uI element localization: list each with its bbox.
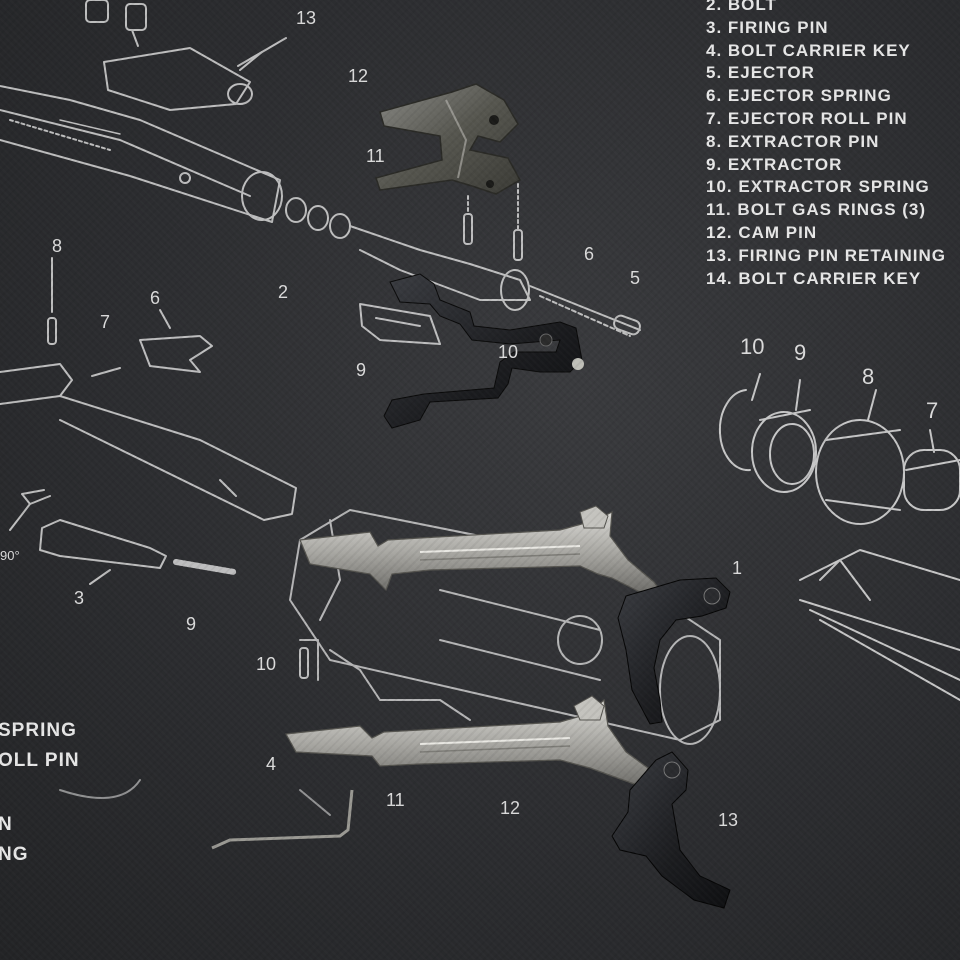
- ejector-drawing-left: [47, 257, 213, 377]
- callout-number: 8: [862, 364, 875, 389]
- legend-left-item: N: [0, 814, 13, 835]
- bolt-carrier-drawing: [0, 85, 283, 223]
- locking-block-part: [375, 83, 522, 195]
- callout-number: 10: [740, 334, 765, 359]
- legend-item: 5. EJECTOR: [706, 63, 815, 83]
- callout-number: 7: [926, 398, 939, 423]
- callout-number: 9: [186, 614, 197, 634]
- callout-number: 12: [500, 798, 521, 818]
- legend-item: 3. FIRING PIN: [706, 17, 829, 37]
- callout-number: 9: [794, 340, 807, 365]
- trigger-shoe-upper-part: [617, 577, 731, 725]
- parts-legend-right: 2. BOLT 3. FIRING PIN 4. BOLT CARRIER KE…: [706, 0, 946, 290]
- callout-number: 7: [100, 312, 111, 332]
- wire-spring-part: [211, 789, 354, 850]
- lower-left-curve: [59, 779, 331, 816]
- legend-left-item: NG: [0, 844, 29, 865]
- callout-number: 1: [732, 558, 743, 578]
- legend-item: 2. BOLT: [706, 0, 777, 14]
- legend-item: 6. EJECTOR SPRING: [706, 86, 892, 106]
- legend-left-item: OLL PIN: [0, 750, 80, 771]
- gas-rings-drawing: [285, 197, 641, 337]
- callout-number: 9: [356, 360, 367, 380]
- angle-label: 90°: [0, 548, 20, 563]
- slide-lock-lever-part: [383, 273, 584, 429]
- trigger-shoe-lower-part: [611, 751, 731, 909]
- small-pins-drawing: [463, 183, 523, 261]
- right-rings-drawing: [718, 373, 960, 525]
- callout-number: 8: [52, 236, 63, 256]
- central-carrier-drawing: [289, 509, 721, 745]
- legend-item: 12. CAM PIN: [706, 222, 818, 242]
- callout-number: 12: [348, 66, 369, 86]
- legend-item: 8. EXTRACTOR PIN: [706, 131, 880, 151]
- firing-pin-drawing: [9, 489, 237, 585]
- right-lower-part-drawing: [799, 549, 960, 701]
- callout-number: 6: [584, 244, 595, 264]
- legend-item: 9. EXTRACTOR: [706, 154, 843, 174]
- callout-number: 13: [718, 810, 739, 830]
- legend-item: 13. FIRING PIN RETAINING: [706, 245, 946, 265]
- callout-number: 3: [74, 588, 85, 608]
- callout-number: 13: [296, 8, 317, 28]
- callout-number: 6: [150, 288, 161, 308]
- trigger-bar-lower-part: [285, 695, 649, 787]
- top-left-screws: [85, 0, 287, 111]
- legend-item: 11. BOLT GAS RINGS (3): [706, 200, 927, 220]
- callout-number: 5: [630, 268, 641, 288]
- legend-item: 10. EXTRACTOR SPRING: [706, 177, 930, 197]
- rod-drawing-lower: [299, 647, 309, 679]
- charging-handle-drawing: [0, 363, 297, 521]
- legend-item: 14. BOLT CARRIER KEY: [706, 268, 922, 288]
- trigger-bar-upper-part: [299, 505, 662, 593]
- callout-number: 11: [386, 790, 405, 810]
- callout-number: 11: [366, 146, 385, 166]
- callout-number: 2: [278, 282, 289, 302]
- legend-item: 4. BOLT CARRIER KEY: [706, 40, 911, 60]
- extractor-drawing: [359, 303, 441, 345]
- callout-number: 10: [498, 342, 519, 362]
- callout-number: 10: [256, 654, 277, 674]
- callout-number: 4: [266, 754, 277, 774]
- legend-left-item: SPRING: [0, 720, 77, 741]
- legend-item: 7. EJECTOR ROLL PIN: [706, 108, 908, 128]
